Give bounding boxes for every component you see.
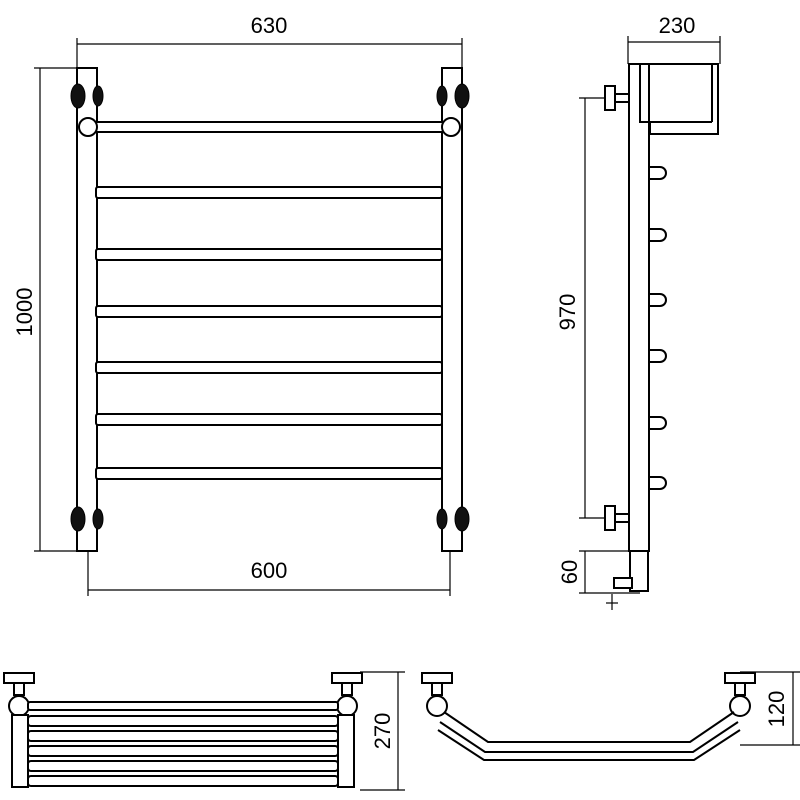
rung xyxy=(95,361,443,374)
rung-stub xyxy=(649,166,667,180)
dimension-label-inner-width: 600 xyxy=(251,558,288,583)
front-view: 630 1000 600 xyxy=(12,13,470,596)
dimension-overall-width: 630 xyxy=(76,13,463,68)
top-view: 270 xyxy=(3,671,405,791)
rung-stub xyxy=(649,476,667,490)
top-bar-line xyxy=(27,701,339,711)
dimension-label-height: 1000 xyxy=(12,288,37,337)
dimension-label-mount-spacing: 970 xyxy=(555,294,580,331)
dimension-height: 1000 xyxy=(12,67,78,552)
top-bar-line xyxy=(27,730,339,742)
left-rail xyxy=(76,67,98,552)
side-rung-stubs xyxy=(649,166,667,490)
side-rail xyxy=(628,63,650,552)
dimension-label-overall-width: 630 xyxy=(251,13,288,38)
bracket-top-left xyxy=(70,83,104,109)
top-frame-left xyxy=(11,714,29,788)
side-view: 230 970 60 xyxy=(555,13,721,610)
dimension-label-shelf-depth: 120 xyxy=(764,691,789,728)
top-bar-line xyxy=(27,775,339,787)
dimension-label-shelf-height: 270 xyxy=(370,713,395,750)
dimension-shelf-depth: 120 xyxy=(740,671,800,746)
top-bars xyxy=(27,701,339,787)
top-bar-line xyxy=(27,715,339,727)
bracket-bottom-right xyxy=(436,506,470,532)
dimension-label-depth: 230 xyxy=(659,13,696,38)
rung xyxy=(95,186,443,199)
right-rail xyxy=(441,67,463,552)
rung-stub xyxy=(649,349,667,363)
profile-bent-bar xyxy=(437,711,741,761)
side-mount-top xyxy=(604,85,630,111)
side-connector xyxy=(606,550,649,610)
dimension-depth: 230 xyxy=(627,13,721,64)
bracket-bottom-left xyxy=(70,506,104,532)
side-shelf xyxy=(639,63,719,135)
rungs xyxy=(95,186,443,480)
top-bar xyxy=(78,117,461,137)
bracket-top-right xyxy=(436,83,470,109)
top-bar-line xyxy=(27,745,339,757)
profile-mount-right xyxy=(724,672,756,717)
profile-view: 120 xyxy=(421,671,800,761)
dimension-label-bottom-offset: 60 xyxy=(557,560,582,584)
rung xyxy=(95,248,443,261)
top-mount-right xyxy=(331,672,363,717)
rung xyxy=(95,413,443,426)
rung-stub xyxy=(649,416,667,430)
rung-stub xyxy=(649,228,667,242)
rung-stub xyxy=(649,293,667,307)
dimension-shelf-height: 270 xyxy=(360,671,405,791)
rung xyxy=(95,305,443,318)
side-mount-bottom xyxy=(604,505,630,531)
dimension-mount-spacing: 970 xyxy=(555,97,612,519)
dimension-inner-width: 600 xyxy=(87,551,451,596)
profile-mount-left xyxy=(421,672,453,717)
top-bar-line xyxy=(27,760,339,772)
rung xyxy=(95,467,443,480)
top-frame-right xyxy=(337,714,355,788)
